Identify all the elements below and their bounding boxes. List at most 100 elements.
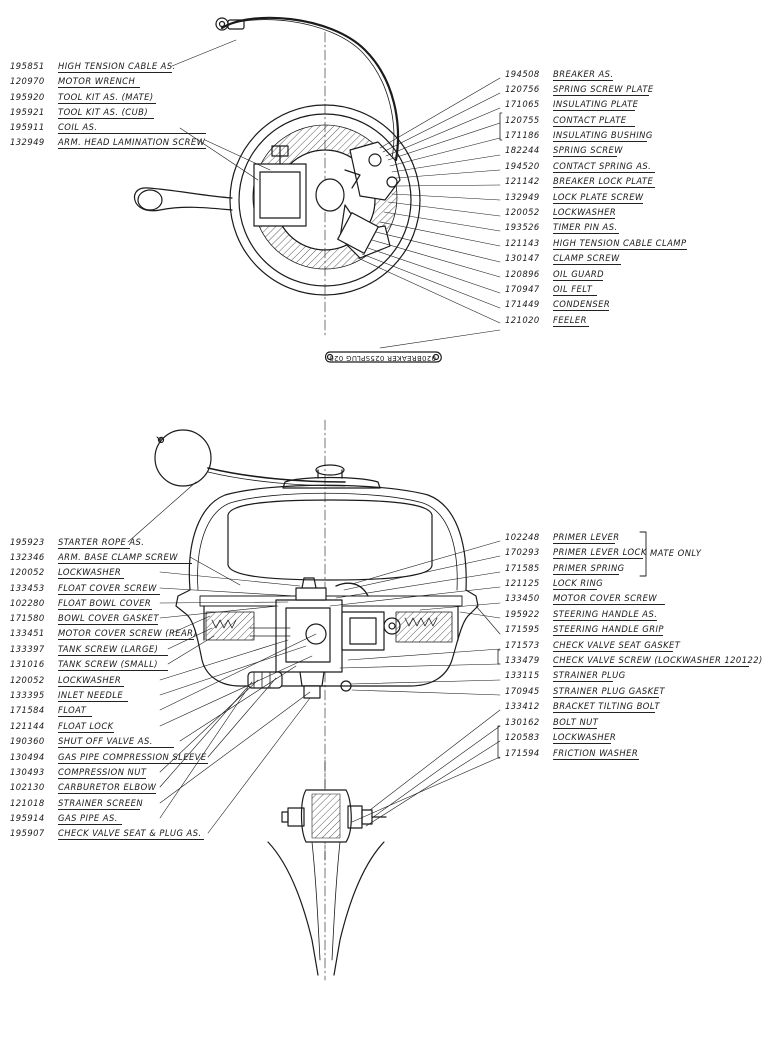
primer-lever-drawing bbox=[335, 582, 369, 597]
label-underline bbox=[553, 759, 639, 760]
part-name: STEERING HANDLE GRIP bbox=[553, 624, 664, 634]
label-underline bbox=[553, 681, 613, 682]
part-number: 120583 bbox=[505, 732, 540, 742]
label-underline bbox=[553, 233, 619, 234]
part-number: 130162 bbox=[505, 717, 540, 727]
label-underline bbox=[553, 743, 611, 744]
part-number: 132949 bbox=[505, 192, 540, 202]
label-underline bbox=[58, 824, 122, 825]
part-number: 171573 bbox=[505, 640, 540, 650]
label-underline bbox=[553, 187, 655, 188]
part-name: CHECK VALVE SCREW (LOCKWASHER 120122) bbox=[553, 655, 763, 665]
label-underline bbox=[58, 639, 194, 640]
motor-cover-shell-drawing bbox=[175, 484, 479, 687]
part-number: 132949 bbox=[10, 137, 45, 147]
label-underline bbox=[58, 133, 206, 134]
part-number: 120970 bbox=[10, 76, 45, 86]
part-number: 133453 bbox=[10, 583, 45, 593]
part-number: 121018 bbox=[10, 798, 45, 808]
part-name: STARTER ROPE AS. bbox=[58, 537, 145, 547]
part-name: TOOL KIT AS. (MATE) bbox=[58, 92, 154, 102]
part-name: SPRING SCREW bbox=[553, 145, 624, 155]
label-underline bbox=[553, 156, 617, 157]
label-underline bbox=[553, 218, 615, 219]
label-underline bbox=[553, 249, 687, 250]
carb-right-label: 121125 LOCK RING bbox=[505, 578, 603, 588]
part-name: TOOL KIT AS. (CUB) bbox=[58, 107, 149, 117]
part-number: 170945 bbox=[505, 686, 540, 696]
part-number: 121142 bbox=[505, 176, 540, 186]
part-name: TANK SCREW (SMALL) bbox=[58, 659, 158, 669]
label-underline bbox=[58, 548, 130, 549]
part-name: CARBURETOR ELBOW bbox=[58, 782, 157, 792]
magneto-left-label: 132949 ARM. HEAD LAMINATION SCREW bbox=[10, 137, 205, 147]
part-name: INLET NEEDLE bbox=[58, 690, 124, 700]
part-name: ARM. HEAD LAMINATION SCREW bbox=[58, 137, 206, 147]
part-name: LOCK RING bbox=[553, 578, 604, 588]
carburetor-elbow-drawing bbox=[247, 671, 283, 689]
label-underline bbox=[58, 809, 140, 810]
label-underline bbox=[58, 87, 140, 88]
label-underline bbox=[553, 620, 657, 621]
part-name: HIGH TENSION CABLE CLAMP bbox=[553, 238, 687, 248]
label-underline bbox=[58, 778, 146, 779]
label-underline bbox=[58, 793, 156, 794]
part-name: ARM. BASE CLAMP SCREW bbox=[58, 552, 179, 562]
part-number: 171594 bbox=[505, 748, 540, 758]
part-name: INSULATING BUSHING bbox=[553, 130, 653, 140]
part-number: 195921 bbox=[10, 107, 45, 117]
part-number: 121125 bbox=[505, 578, 540, 588]
part-number: 195923 bbox=[10, 537, 45, 547]
part-name: OIL GUARD bbox=[553, 269, 605, 279]
part-number: 195922 bbox=[505, 609, 540, 619]
carburetor-leader-lines-left bbox=[127, 481, 317, 834]
part-number: 120755 bbox=[505, 115, 540, 125]
part-name: FLOAT LOCK bbox=[58, 721, 114, 731]
label-underline bbox=[58, 686, 124, 687]
part-number: 133115 bbox=[505, 670, 540, 680]
label-underline bbox=[553, 326, 589, 327]
part-name: FEELER bbox=[553, 315, 587, 325]
part-number: 193526 bbox=[505, 222, 540, 232]
label-underline bbox=[553, 295, 597, 296]
label-underline bbox=[553, 697, 659, 698]
part-name: BOWL COVER GASKET bbox=[58, 613, 159, 623]
label-underline bbox=[553, 95, 649, 96]
part-name: FRICTION WASHER bbox=[553, 748, 639, 758]
part-name: SPRING SCREW PLATE bbox=[553, 84, 654, 94]
part-name: BOLT NUT bbox=[553, 717, 599, 727]
label-underline bbox=[553, 635, 663, 636]
label-underline bbox=[553, 604, 665, 605]
label-underline bbox=[58, 624, 158, 625]
part-name: FLOAT bbox=[58, 705, 87, 715]
part-name: TANK SCREW (LARGE) bbox=[58, 644, 159, 654]
label-underline bbox=[553, 141, 647, 142]
label-underline bbox=[553, 666, 749, 667]
label-underline bbox=[58, 72, 172, 73]
part-name: CHECK VALVE SEAT & PLUG AS. bbox=[58, 828, 202, 838]
label-underline bbox=[553, 264, 621, 265]
label-underline bbox=[553, 203, 643, 204]
